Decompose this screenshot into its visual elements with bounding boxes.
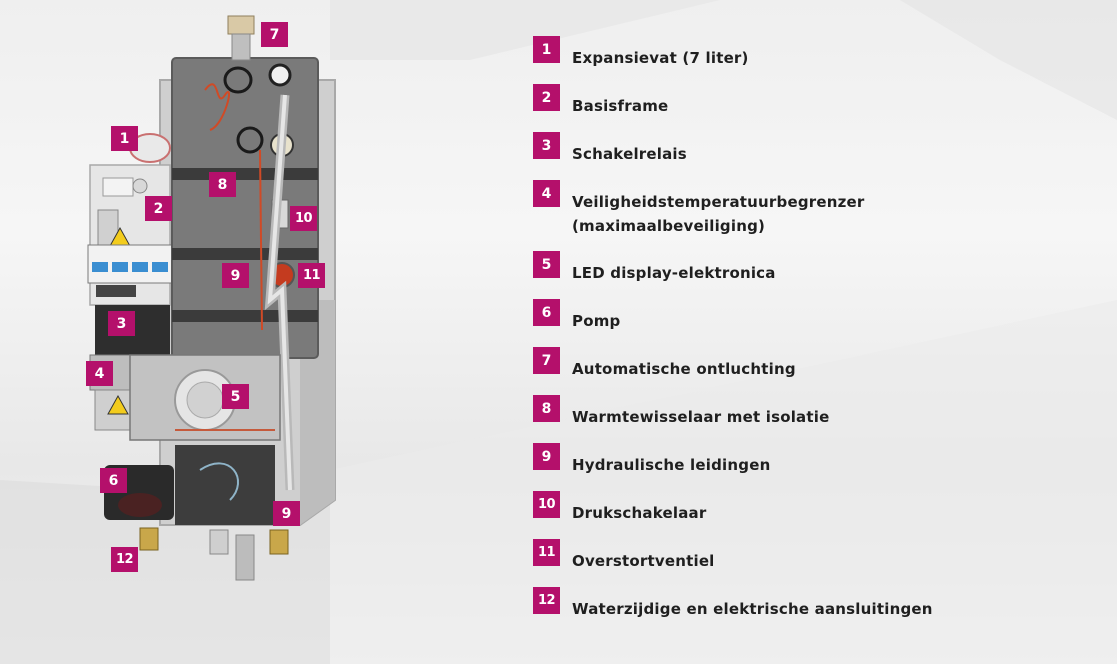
legend-badge-1: 1 xyxy=(533,36,560,63)
pump-head xyxy=(118,493,162,517)
legend-label-4-line2: (maximaalbeveiliging) xyxy=(572,217,766,235)
callout-10: 10 xyxy=(290,206,317,231)
legend-badge-7: 7 xyxy=(533,347,560,374)
callout-9-upper: 9 xyxy=(222,263,249,288)
legend-label-4-line1: Veiligheidstemperatuurbegrenzer xyxy=(572,193,865,211)
contactor-terminals xyxy=(96,285,136,297)
connection-1 xyxy=(139,527,159,551)
callout-11: 11 xyxy=(298,263,325,288)
warning-triangle-bottom xyxy=(107,394,129,415)
blue-wire xyxy=(199,462,240,501)
relay-4 xyxy=(152,262,168,272)
legend-label-5: LED display-elektronica xyxy=(572,264,776,282)
connection-4 xyxy=(269,529,289,555)
legend-item-4: 4 Veiligheidstemperatuurbegrenzer (maxim… xyxy=(533,180,1093,251)
legend-label-7: Automatische ontluchting xyxy=(572,360,796,378)
legend-badge-12: 12 xyxy=(533,587,560,614)
callout-4: 4 xyxy=(86,361,113,386)
callout-1: 1 xyxy=(111,126,138,151)
legend-item-11: 11 Overstortventiel xyxy=(533,539,1093,587)
legend-label-1: Expansievat (7 liter) xyxy=(572,49,749,67)
relay-1 xyxy=(92,262,108,272)
legend-label-8: Warmtewisselaar met isolatie xyxy=(572,408,830,426)
legend-badge-5: 5 xyxy=(533,251,560,278)
red-wire xyxy=(204,83,230,131)
legend-item-10: 10 Drukschakelaar xyxy=(533,491,1093,539)
callout-7: 7 xyxy=(261,22,288,47)
legend-item-12: 12 Waterzijdige en elektrische aansluiti… xyxy=(533,587,1093,635)
callout-6: 6 xyxy=(100,468,127,493)
air-vent-cap xyxy=(227,15,255,35)
legend-badge-6: 6 xyxy=(533,299,560,326)
connection-2 xyxy=(209,529,229,555)
legend-item-7: 7 Automatische ontluchting xyxy=(533,347,1093,395)
display-dial-inner xyxy=(186,381,224,419)
legend-item-3: 3 Schakelrelais xyxy=(533,132,1093,180)
legend-item-9: 9 Hydraulische leidingen xyxy=(533,443,1093,491)
panel-knob xyxy=(132,178,148,194)
legend-badge-11: 11 xyxy=(533,539,560,566)
legend-label-10: Drukschakelaar xyxy=(572,504,707,522)
relay-3 xyxy=(132,262,148,272)
legend-label-6: Pomp xyxy=(572,312,621,330)
sensor-wire xyxy=(259,149,263,331)
legend-item-1: 1 Expansievat (7 liter) xyxy=(533,36,1093,84)
legend-badge-3: 3 xyxy=(533,132,560,159)
legend-label-2: Basisframe xyxy=(572,97,669,115)
pump-housing xyxy=(175,445,275,525)
air-vent-stem xyxy=(231,33,251,61)
callout-2: 2 xyxy=(145,196,172,221)
legend: 1 Expansievat (7 liter) 2 Basisframe 3 S… xyxy=(533,36,1093,635)
legend-badge-10: 10 xyxy=(533,491,560,518)
panel-plate xyxy=(102,177,134,197)
exchanger-band-1 xyxy=(172,168,318,180)
relay-2 xyxy=(112,262,128,272)
hydraulic-pipe-highlight xyxy=(267,94,292,491)
legend-item-5: 5 LED display-elektronica xyxy=(533,251,1093,299)
legend-label-11: Overstortventiel xyxy=(572,552,715,570)
legend-item-8: 8 Warmtewisselaar met isolatie xyxy=(533,395,1093,443)
fitting-top xyxy=(268,63,292,87)
legend-badge-9: 9 xyxy=(533,443,560,470)
callout-8: 8 xyxy=(209,172,236,197)
gasket-2 xyxy=(236,126,264,154)
callout-12: 12 xyxy=(111,547,138,572)
connection-3 xyxy=(235,534,255,581)
legend-item-2: 2 Basisframe xyxy=(533,84,1093,132)
legend-label-4: Veiligheidstemperatuurbegrenzer (maximaa… xyxy=(572,190,865,238)
callout-5: 5 xyxy=(222,384,249,409)
legend-badge-4: 4 xyxy=(533,180,560,207)
legend-label-9: Hydraulische leidingen xyxy=(572,456,771,474)
callout-9-lower: 9 xyxy=(273,501,300,526)
legend-badge-2: 2 xyxy=(533,84,560,111)
callout-3: 3 xyxy=(108,311,135,336)
gasket-1 xyxy=(223,66,253,94)
exchanger-band-3 xyxy=(172,310,318,322)
legend-label-12: Waterzijdige en elektrische aansluitinge… xyxy=(572,600,933,618)
legend-badge-8: 8 xyxy=(533,395,560,422)
legend-label-3: Schakelrelais xyxy=(572,145,687,163)
exchanger-band-2 xyxy=(172,248,318,260)
legend-item-6: 6 Pomp xyxy=(533,299,1093,347)
